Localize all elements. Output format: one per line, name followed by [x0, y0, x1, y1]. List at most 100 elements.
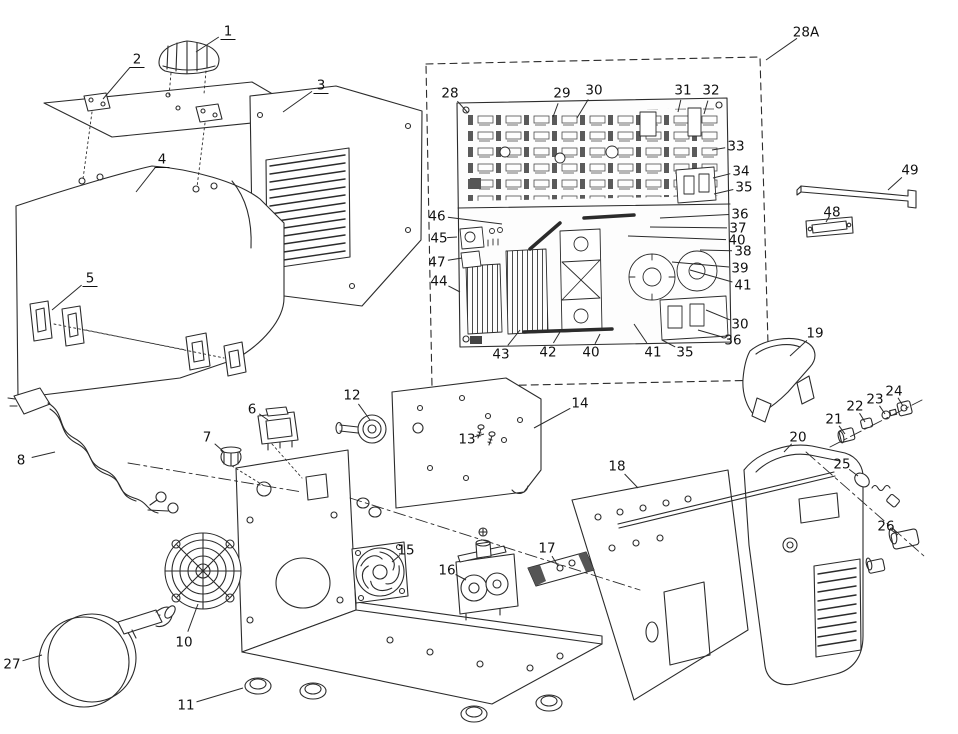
part-label-22: 22: [846, 399, 863, 415]
part-label-34: 34: [732, 164, 749, 180]
part-15-fan: [351, 541, 409, 604]
leader-line-14: [533, 407, 571, 429]
leader-line-47: [447, 257, 463, 261]
part-1-handle-cap: [158, 40, 220, 75]
part-label-16: 16: [438, 563, 455, 579]
leader-line-41: [689, 269, 733, 283]
part-label-26: 26: [877, 519, 894, 535]
part-48-clamp: [805, 216, 854, 238]
part-label-42: 42: [539, 345, 556, 361]
leader-line-46: [447, 216, 503, 225]
torch-conduit-rod: [617, 471, 836, 529]
part-label-30: 30: [585, 83, 602, 99]
leader-line-1: [195, 36, 220, 53]
part-label-44: 44: [430, 274, 447, 290]
part-label-25: 25: [833, 457, 850, 473]
part-label-14: 14: [571, 396, 588, 412]
part-label-40: 40: [582, 345, 599, 361]
leader-line-41: [633, 323, 648, 344]
part-label-3: 3: [317, 78, 326, 94]
part-27-torch: [38, 605, 176, 708]
part-label-46: 46: [428, 209, 445, 225]
leader-line-24: [897, 397, 904, 407]
leader-line-43: [507, 329, 521, 346]
leader-line-42: [552, 331, 561, 344]
part-label-48: 48: [823, 205, 840, 221]
small-bushings: [356, 497, 382, 518]
leader-line-31: [677, 99, 682, 113]
part-label-30: 30: [731, 317, 748, 333]
leader-line-2: [102, 67, 131, 100]
part-label-12: 12: [343, 388, 360, 404]
part-8-power-cord: [7, 387, 179, 514]
part-label-43: 43: [492, 347, 509, 363]
part-19-corner-piece: [742, 338, 816, 423]
part-label-32: 32: [702, 83, 719, 99]
part-24-nut: [896, 400, 913, 417]
part-label-10: 10: [175, 635, 192, 651]
leader-line-4: [135, 167, 156, 193]
leader-line-49: [887, 177, 903, 191]
leader-line-40: [594, 333, 601, 345]
part-label-39: 39: [731, 261, 748, 277]
part-label-28A: 28A: [793, 25, 820, 41]
part-label-20: 20: [789, 430, 806, 446]
part-label-36: 36: [724, 333, 741, 349]
part-label-11: 11: [177, 698, 194, 714]
part-label-37: 37: [729, 221, 746, 237]
part-11-feet: [244, 677, 563, 723]
leader-line-27: [22, 654, 43, 662]
part-label-18: 18: [608, 459, 625, 475]
leader-line-11: [196, 687, 244, 703]
part-20-side-cover: [743, 444, 864, 686]
part-label-17: 17: [538, 541, 555, 557]
leader-line-34: [712, 173, 731, 179]
leader-line-33: [711, 147, 726, 151]
part-14-mounting-plate: [391, 377, 542, 509]
part-label-6: 6: [248, 402, 257, 418]
part-label-8: 8: [17, 453, 26, 469]
leader-line-30: [576, 99, 589, 119]
part-label-15: 15: [397, 543, 414, 559]
part-label-19: 19: [806, 326, 823, 342]
part-label-5: 5: [86, 271, 95, 287]
part-label-13: 13: [458, 432, 475, 448]
leader-line-18: [624, 473, 639, 489]
leader-line-3: [282, 90, 313, 113]
part-49-bracket: [796, 185, 917, 209]
leader-line-19: [789, 340, 808, 357]
part-7-knob: [220, 446, 242, 467]
part-26-nozzles: [865, 527, 920, 574]
part-label-36: 36: [731, 207, 748, 223]
chassis-base: [235, 449, 603, 705]
leader-line-7: [214, 443, 225, 453]
part-18-inner-panel: [571, 469, 749, 701]
assembly-axis-lines: [127, 399, 925, 591]
leader-line-28A: [765, 37, 798, 61]
leader-line-17: [551, 555, 559, 567]
part-label-41: 41: [734, 278, 751, 294]
part-label-45: 45: [430, 231, 447, 247]
leader-line-25: [848, 468, 859, 477]
leader-line-26: [891, 529, 899, 536]
leader-line-37: [649, 226, 728, 229]
leader-line-40: [627, 235, 727, 241]
leader-line-15: [391, 555, 401, 563]
leader-line-35: [661, 339, 676, 348]
leader-line-6: [258, 413, 269, 421]
part-12-drive-roll: [335, 414, 387, 444]
leader-line-38: [699, 249, 733, 252]
leader-line-28: [457, 100, 469, 114]
leader-line-36: [659, 214, 730, 219]
leader-line-20: [783, 443, 793, 453]
pcb-power-section: [459, 213, 729, 344]
leader-line-36: [697, 329, 723, 338]
part-22-fitting: [860, 417, 874, 430]
part-label-38: 38: [734, 244, 751, 260]
part-label-31: 31: [674, 83, 691, 99]
part-label-28: 28: [441, 86, 458, 102]
part-label-49: 49: [901, 163, 918, 179]
